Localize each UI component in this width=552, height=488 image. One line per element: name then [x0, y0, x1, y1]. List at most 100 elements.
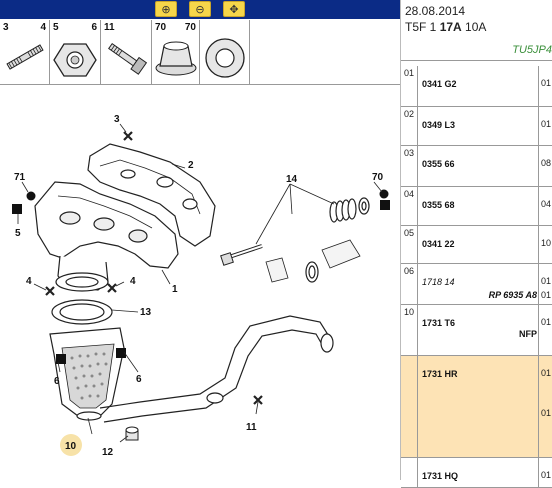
- callout-70: 70: [372, 172, 384, 183]
- engine-code: TU5JP4: [512, 44, 552, 56]
- callout-12: 12: [102, 447, 114, 458]
- hex-nut-icon: [53, 43, 97, 77]
- callout-4-left: 4: [26, 276, 32, 287]
- parts-list-row[interactable]: 01 0341 G2 01: [401, 66, 552, 107]
- parts-list-row[interactable]: 03 0355 66 08: [401, 146, 552, 187]
- exhaust-manifold-part[interactable]: [34, 181, 179, 292]
- callout-14: 14: [286, 174, 298, 185]
- callout-10: 10: [65, 441, 77, 452]
- quantity-column: 01: [538, 107, 552, 145]
- quantity-value: 01: [541, 408, 552, 418]
- quantity-value: 08: [541, 158, 552, 168]
- callout-13: 13: [140, 307, 152, 318]
- diagram-panel: ⊕ ⊖ ✥ 3 4 5 6: [0, 0, 400, 480]
- clamp-ring-part[interactable]: [265, 239, 361, 283]
- callout-6-left: 6: [54, 376, 60, 387]
- row-index: 06: [401, 264, 418, 304]
- parts-list-row[interactable]: 1731 HQ 01: [401, 458, 552, 488]
- parts-list-panel: 28.08.2014 T5F 1 17A 10A TU5JP4 01 0341 G…: [400, 0, 552, 488]
- row-index: 01: [401, 66, 418, 106]
- move-icon: ✥: [229, 2, 239, 16]
- washer-icon: [205, 38, 245, 78]
- row-index: 03: [401, 146, 418, 186]
- part-cell-flange-nut[interactable]: 70 70: [152, 20, 200, 84]
- part-note: RP 6935 A8: [488, 290, 537, 300]
- part-note: NFP: [519, 329, 537, 339]
- callout-labels: 3 2 71 14 70 5 4 4 1 13 6 6 10 12 11: [14, 114, 384, 458]
- part-reference[interactable]: 1731 T6: [422, 318, 456, 328]
- leader-lines: [17, 123, 383, 443]
- quantity-column: 08: [538, 146, 552, 186]
- part-reference[interactable]: 0349 L3: [422, 120, 456, 130]
- quantity-value: 01: [541, 119, 552, 129]
- quantity-column: 01: [538, 66, 552, 106]
- nut-part-12[interactable]: [125, 426, 139, 441]
- part-reference[interactable]: 1731 HQ: [422, 471, 459, 481]
- vehicle-code: T5F 1 17A 10A: [405, 20, 487, 34]
- quantity-value: 01: [541, 290, 552, 300]
- quantity-value: 10: [541, 238, 552, 248]
- part-reference[interactable]: 0341 22: [422, 239, 455, 249]
- stud-icon: [6, 44, 44, 70]
- toolbar: ⊕ ⊖ ✥: [0, 0, 400, 19]
- catalog-date: 28.08.2014: [405, 4, 466, 18]
- part-cell-washer[interactable]: [200, 20, 250, 84]
- part-reference[interactable]: 1731 HR: [422, 369, 458, 379]
- part-cell-nut[interactable]: 5 6: [50, 20, 101, 84]
- parts-list-row[interactable]: 04 0355 68 04: [401, 187, 552, 226]
- row-index: 04: [401, 187, 418, 225]
- row-index: 05: [401, 226, 418, 263]
- quantity-column: 01: [538, 458, 552, 487]
- gasket-part[interactable]: [51, 299, 113, 325]
- quantity-value: 01: [541, 78, 552, 88]
- zoom-out-icon: ⊖: [195, 2, 205, 16]
- part-reference[interactable]: 0355 66: [422, 159, 455, 169]
- quantity-column: 04: [538, 187, 552, 225]
- callout-11: 11: [246, 422, 257, 433]
- part-reference[interactable]: 0341 G2: [422, 79, 457, 89]
- callout-10-highlight: [60, 434, 82, 456]
- fastener-markers: [45, 131, 263, 405]
- callout-4-right: 4: [130, 276, 136, 287]
- flange-nut-icon: [155, 41, 197, 76]
- pan-button[interactable]: ✥: [223, 1, 245, 17]
- part-reference[interactable]: 0355 68: [422, 200, 455, 210]
- parts-strip: 3 4 5 6 11: [0, 20, 400, 85]
- part-cell-bolt[interactable]: 11: [101, 20, 152, 84]
- spring-part-14[interactable]: [329, 198, 357, 223]
- quantity-column: 01 01: [538, 356, 552, 457]
- stud-part-14[interactable]: [220, 244, 263, 266]
- washer-part-70[interactable]: [358, 197, 370, 215]
- callout-5: 5: [15, 228, 21, 239]
- callout-1: 1: [172, 284, 178, 295]
- exploded-diagram[interactable]: 3 2 71 14 70 5 4 4 1 13 6 6 10 12 11: [0, 86, 400, 480]
- part-reference[interactable]: 1718 14: [422, 277, 455, 287]
- quantity-value: 01: [541, 276, 552, 286]
- callout-71: 71: [14, 172, 26, 183]
- zoom-in-button[interactable]: ⊕: [155, 1, 177, 17]
- callout-6-right: 6: [136, 374, 142, 385]
- seal-markers: [12, 189, 390, 364]
- part-cell-stud[interactable]: 3 4: [0, 20, 50, 84]
- row-index: [401, 458, 418, 487]
- quantity-value: 01: [541, 470, 552, 480]
- quantity-column: 01: [538, 305, 552, 355]
- bolt-icon: [108, 42, 148, 75]
- row-index: [401, 356, 418, 457]
- quantity-column: 10: [538, 226, 552, 263]
- row-index: 10: [401, 305, 418, 355]
- parts-list-row[interactable]: 05 0341 22 10: [401, 226, 552, 264]
- zoom-out-button[interactable]: ⊖: [189, 1, 211, 17]
- heat-shield-part[interactable]: [87, 143, 216, 247]
- exhaust-pipe-part[interactable]: [99, 315, 334, 423]
- callout-3: 3: [114, 114, 120, 125]
- quantity-value: 01: [541, 368, 552, 378]
- parts-list-row[interactable]: 1731 HR 01 01: [401, 356, 552, 458]
- zoom-in-icon: ⊕: [161, 2, 171, 16]
- callout-2: 2: [188, 160, 194, 171]
- catalytic-converter-part[interactable]: [49, 327, 125, 421]
